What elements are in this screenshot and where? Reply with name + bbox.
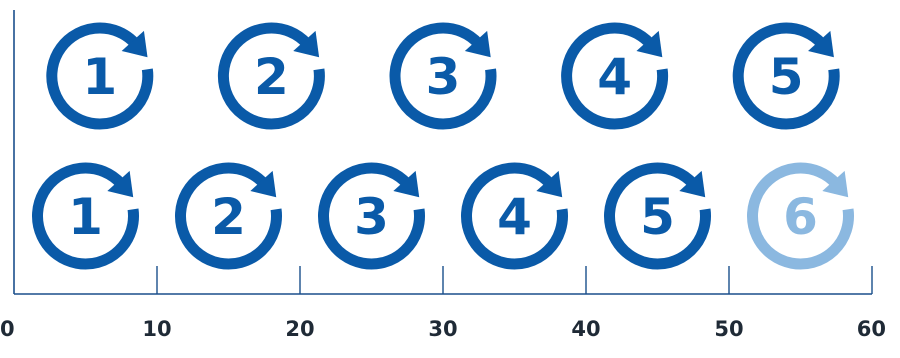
cycle-icon: 1 [46, 22, 154, 130]
x-tick-label: 20 [285, 317, 314, 341]
row-2: 1 2 3 4 5 6 [32, 162, 854, 270]
cycle-number: 5 [640, 188, 675, 246]
cycle-icon: 3 [389, 22, 497, 130]
cycle-number: 1 [82, 48, 117, 106]
cycle-number: 4 [497, 188, 532, 246]
cycle-arc [46, 22, 154, 130]
row-1: 1 2 3 4 5 [46, 22, 840, 130]
cycle-icon: 4 [461, 162, 568, 270]
cycle-number: 5 [769, 48, 804, 106]
cycle-number: 3 [426, 48, 461, 106]
cycle-arc [732, 22, 840, 130]
cycle-number: 2 [254, 48, 289, 106]
cycle-arc [175, 162, 282, 270]
cycle-arc [604, 162, 711, 270]
cycle-icon: 3 [318, 162, 425, 270]
cycle-icon: 5 [604, 162, 711, 270]
cycle-arrowhead [822, 170, 849, 198]
cycle-arc [32, 162, 139, 270]
cycle-arrowhead [393, 170, 420, 198]
cycle-icon: 4 [561, 22, 669, 130]
cycle-arc [318, 162, 425, 270]
cycle-icon: 6 [747, 162, 854, 270]
cycle-icon: 2 [217, 22, 325, 130]
cycle-arc [461, 162, 568, 270]
timeline-axis: 0 10 20 30 40 50 60 [0, 10, 886, 341]
cycle-arc [747, 162, 854, 270]
cycle-arrowhead [107, 170, 134, 198]
cycle-rows: 1 2 3 4 5 1 2 3 4 5 6 [32, 22, 854, 270]
x-tick-label: 60 [857, 317, 886, 341]
x-tick-label: 30 [428, 317, 457, 341]
cycle-arrowhead [293, 30, 320, 58]
cycle-arrowhead [464, 30, 491, 58]
cycle-arrowhead [121, 30, 148, 58]
cycle-arrowhead [536, 170, 563, 198]
cycle-icon: 5 [732, 22, 840, 130]
cycle-number: 2 [211, 188, 246, 246]
x-tick-label: 0 [0, 317, 15, 341]
cycle-arc [217, 22, 325, 130]
cycle-arc [561, 22, 669, 130]
cycle-number: 4 [597, 48, 632, 106]
cycle-arrowhead [808, 30, 834, 58]
cycle-arrowhead [679, 170, 706, 198]
cycle-arrowhead [636, 30, 663, 58]
cycle-number: 1 [68, 188, 103, 246]
cycle-arrowhead [250, 170, 277, 198]
cycle-icon: 1 [32, 162, 139, 270]
x-tick-label: 50 [714, 317, 743, 341]
x-tick-label: 40 [571, 317, 600, 341]
cycle-icon: 2 [175, 162, 282, 270]
cycle-number: 6 [783, 188, 818, 246]
cycle-arc [389, 22, 497, 130]
x-tick-label: 10 [142, 317, 171, 341]
cycle-number: 3 [354, 188, 389, 246]
